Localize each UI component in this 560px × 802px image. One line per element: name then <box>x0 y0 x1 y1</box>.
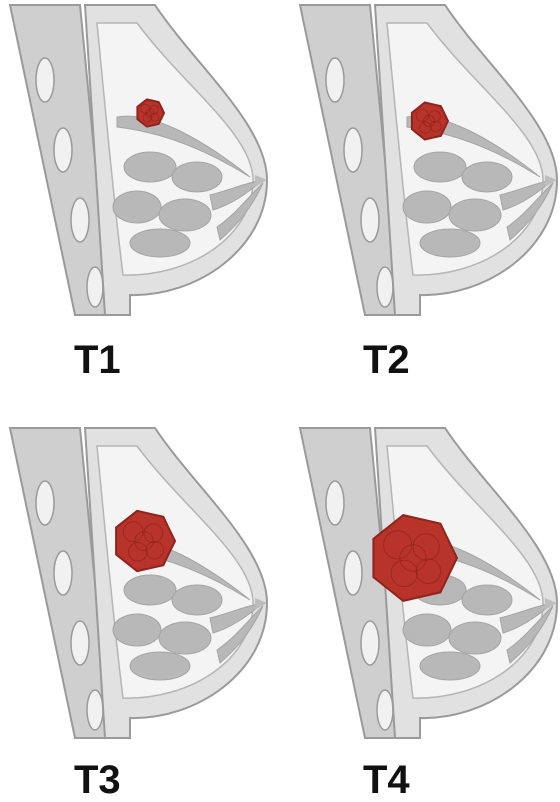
breast-panel-t3 <box>10 428 267 738</box>
breast-anatomy <box>10 428 267 738</box>
breast-panel-t2 <box>300 5 557 315</box>
breast-panel-t1 <box>10 5 267 315</box>
stage-label-t2: T2 <box>363 340 410 380</box>
tumor-t2 <box>412 103 448 140</box>
breast-anatomy <box>10 5 267 315</box>
stage-label-t3: T3 <box>74 760 121 800</box>
breast-anatomy <box>300 5 557 315</box>
tumor-t1 <box>137 99 164 126</box>
stage-label-t1: T1 <box>74 340 121 380</box>
stage-label-t4: T4 <box>363 760 410 800</box>
breast-panel-t4 <box>300 428 557 738</box>
